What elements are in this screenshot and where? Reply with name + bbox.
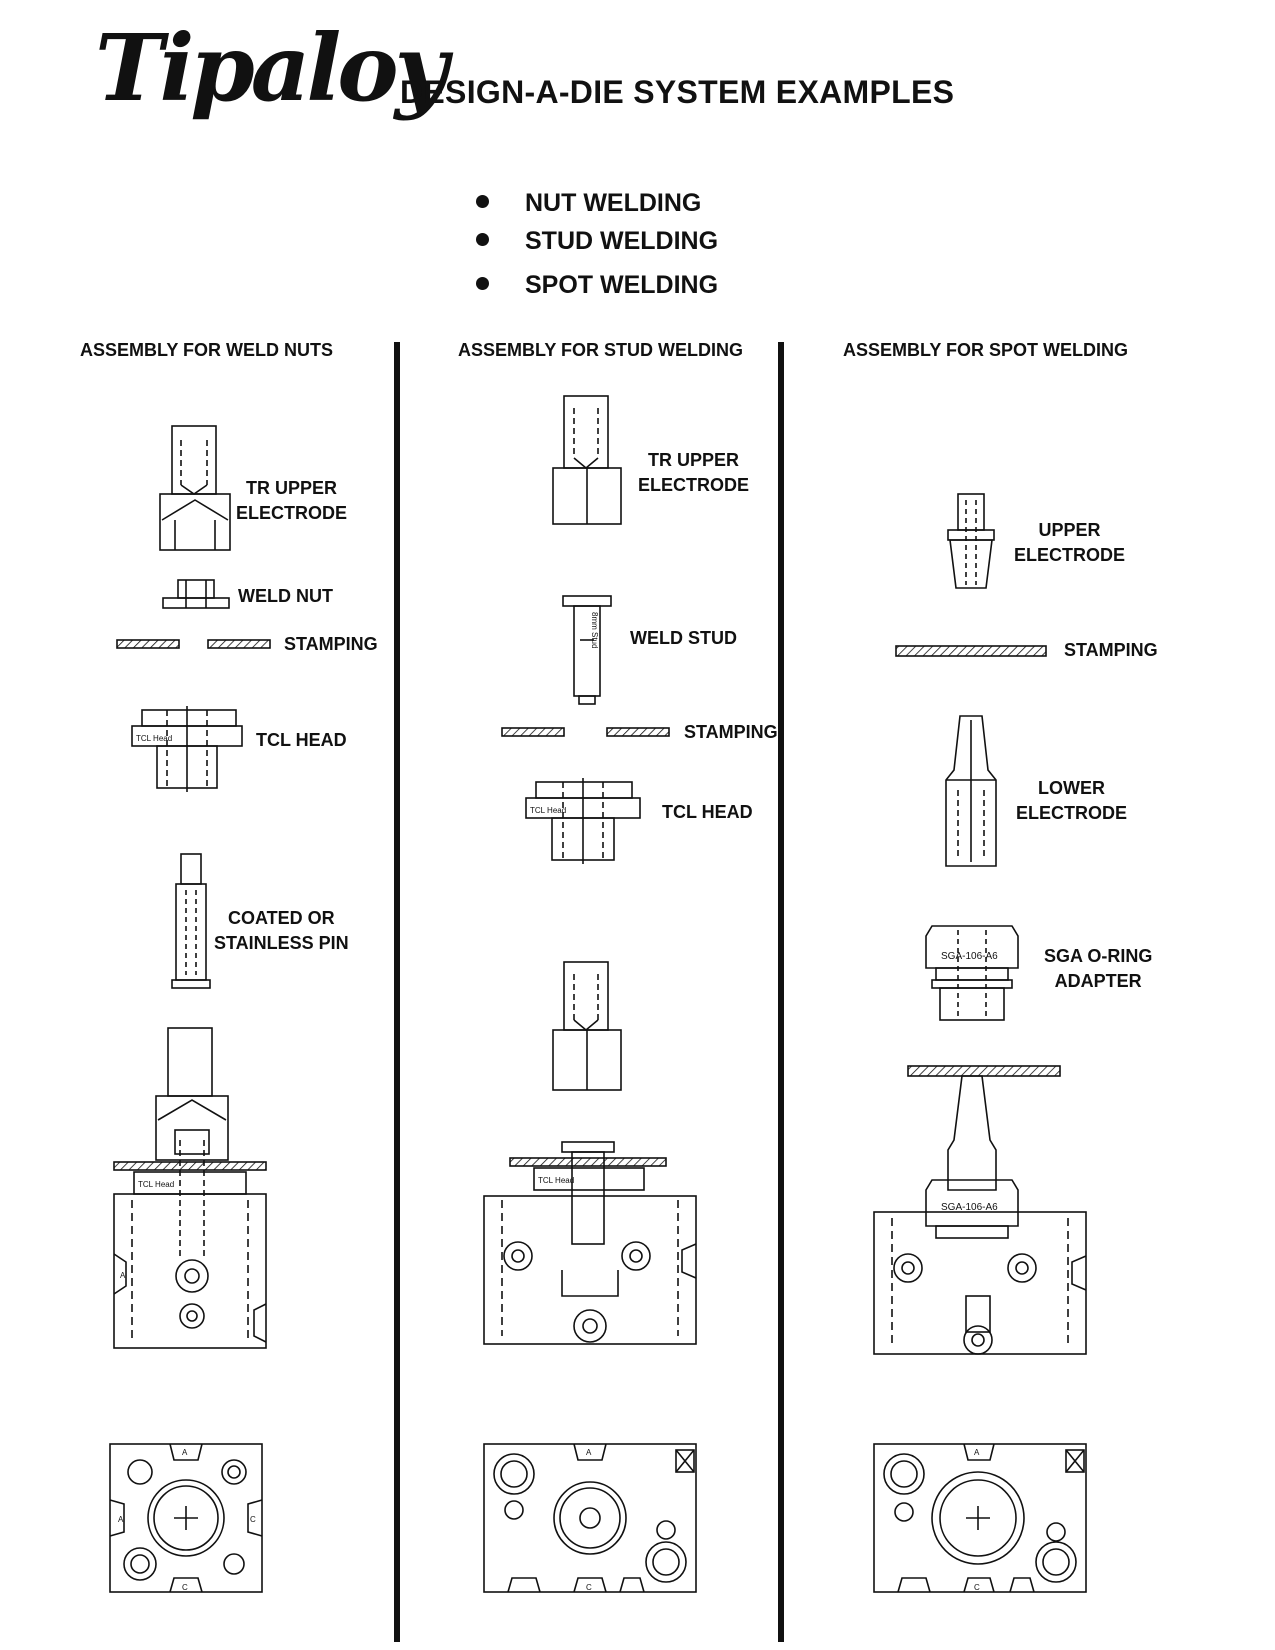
adapter-tag: SGA-106-A6 [941,1202,998,1213]
column-divider [394,342,400,1642]
label-stamping: STAMPING [284,634,378,654]
tcl-head-tag: TCL Head [136,734,172,743]
port-label: A [182,1448,188,1457]
tcl-head-tag: TCL Head [538,1176,574,1185]
stamping-drawing [501,727,670,737]
tcl-head-drawing [525,778,641,864]
lower-electrode-drawing [945,715,997,867]
spot-full-assembly [873,1065,1087,1355]
label-tr-upper-electrode: TR UPPER ELECTRODE [236,478,348,523]
port-label: A [118,1515,124,1524]
bullet-item: SPOT WELDING [470,270,718,308]
stamping-drawing [116,639,271,649]
label-tcl-head: TCL HEAD [256,730,347,750]
stamping-drawing [895,645,1047,657]
label-tcl-head: TCL HEAD [662,802,753,822]
port-label: C [182,1583,188,1592]
bullet-item: STUD WELDING [470,226,718,264]
tcl-head-tag: TCL Head [138,1180,174,1189]
label-coated-pin: COATED OR STAINLESS PIN [214,908,349,953]
tipaloy-logo: Tipaloy [95,14,448,122]
label-upper-electrode: UPPER ELECTRODE [1014,520,1126,565]
port-label: C [974,1583,980,1592]
column-heading-stud-welding: ASSEMBLY FOR STUD WELDING [458,340,744,360]
label-lower-electrode: LOWER ELECTRODE [1016,778,1128,823]
label-tr-upper-electrode: TR UPPER ELECTRODE [638,450,750,495]
column-heading-spot-welding: ASSEMBLY FOR SPOT WELDING [843,340,1129,360]
tcl-head-tag: TCL Head [530,806,566,815]
stud-full-assembly [483,1141,697,1345]
label-sga-adapter: SGA O-RING ADAPTER [1044,946,1153,991]
spot-die-top-view [873,1443,1087,1593]
weld-nut-full-assembly [113,1027,267,1349]
port-label: C [250,1515,256,1524]
tr-upper-electrode-drawing [552,395,622,525]
page-title: DESIGN-A-DIE SYSTEM EXAMPLES [400,74,955,110]
label-weld-stud: WELD STUD [630,628,737,648]
port-label: A [974,1448,980,1457]
sga-adapter-drawing [925,925,1019,1021]
label-weld-nut: WELD NUT [238,586,333,606]
upper-electrode-drawing [947,493,995,589]
coated-pin-drawing [171,853,211,989]
label-stamping: STAMPING [684,722,778,742]
weld-stud-drawing [562,595,612,705]
weld-nut-die-top-view [109,1443,263,1593]
port-label: A [120,1271,126,1280]
label-stamping: STAMPING [1064,640,1158,660]
weld-nut-drawing [162,579,230,609]
column-divider [778,342,784,1642]
adapter-tag: SGA-106-A6 [941,951,998,962]
tcl-head-drawing [131,706,243,792]
bullet-item: NUT WELDING [470,188,718,226]
process-list: NUT WELDING STUD WELDING SPOT WELDING [470,188,718,308]
stud-electrode-repeat-drawing [552,961,622,1091]
column-heading-weld-nuts: ASSEMBLY FOR WELD NUTS [80,340,334,360]
port-label: C [586,1583,592,1592]
stud-tag: 8mm Stud [590,612,599,648]
tr-upper-electrode-drawing [159,425,231,551]
stud-die-top-view [483,1443,697,1593]
port-label: A [586,1448,592,1457]
